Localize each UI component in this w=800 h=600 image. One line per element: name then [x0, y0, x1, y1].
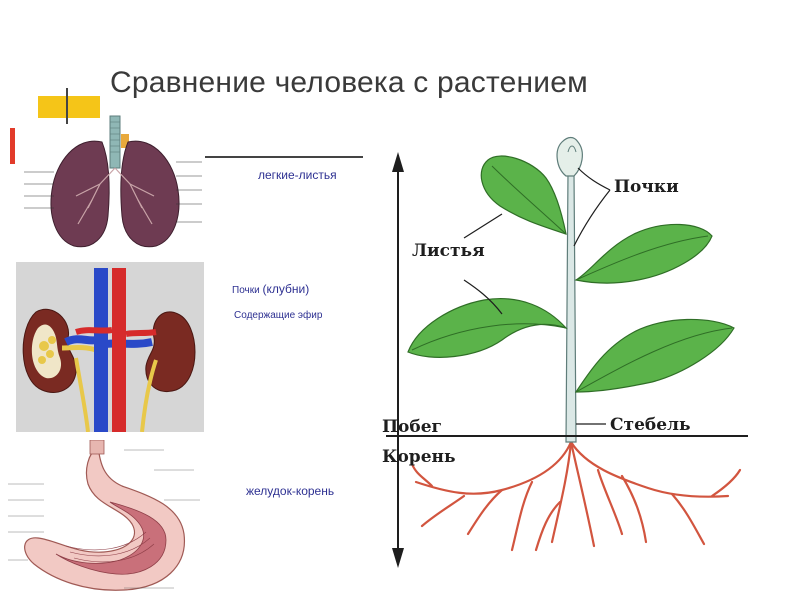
- height-arrow: [392, 152, 404, 568]
- side-accent-bar: [10, 128, 15, 164]
- plant-stem: [556, 136, 583, 443]
- caption-kidneys-line2: Содержащие эфир: [234, 310, 323, 321]
- slide-title: Сравнение человека с растением: [110, 66, 588, 99]
- label-buds: Почки: [614, 177, 679, 197]
- lungs-illustration: [24, 115, 202, 248]
- label-root: Корень: [382, 447, 456, 467]
- title-accent-line: [66, 88, 68, 124]
- plant-diagram: Почки Листья Побег Стебель Корень: [382, 136, 748, 568]
- label-leaves: Листья: [412, 241, 485, 261]
- stomach-illustration: [8, 440, 200, 591]
- label-shoot: Побег: [382, 417, 442, 437]
- plant-leaves: [407, 155, 735, 393]
- caption-lungs-leaves: легкие-листья: [258, 168, 337, 182]
- caption-kidneys: Почки (клубни): [232, 282, 309, 296]
- caption-stomach-root: желудок-корень: [246, 484, 335, 498]
- title-accent-bar: [38, 96, 100, 118]
- kidney-illustration: [16, 262, 204, 432]
- plant-roots: [410, 440, 742, 552]
- label-stem: Стебель: [610, 415, 691, 435]
- caption-kidneys-a: Почки: [232, 285, 263, 296]
- caption-kidneys-b: (клубни): [262, 282, 310, 296]
- divider-line: [205, 156, 363, 158]
- label-pointers: [463, 167, 611, 425]
